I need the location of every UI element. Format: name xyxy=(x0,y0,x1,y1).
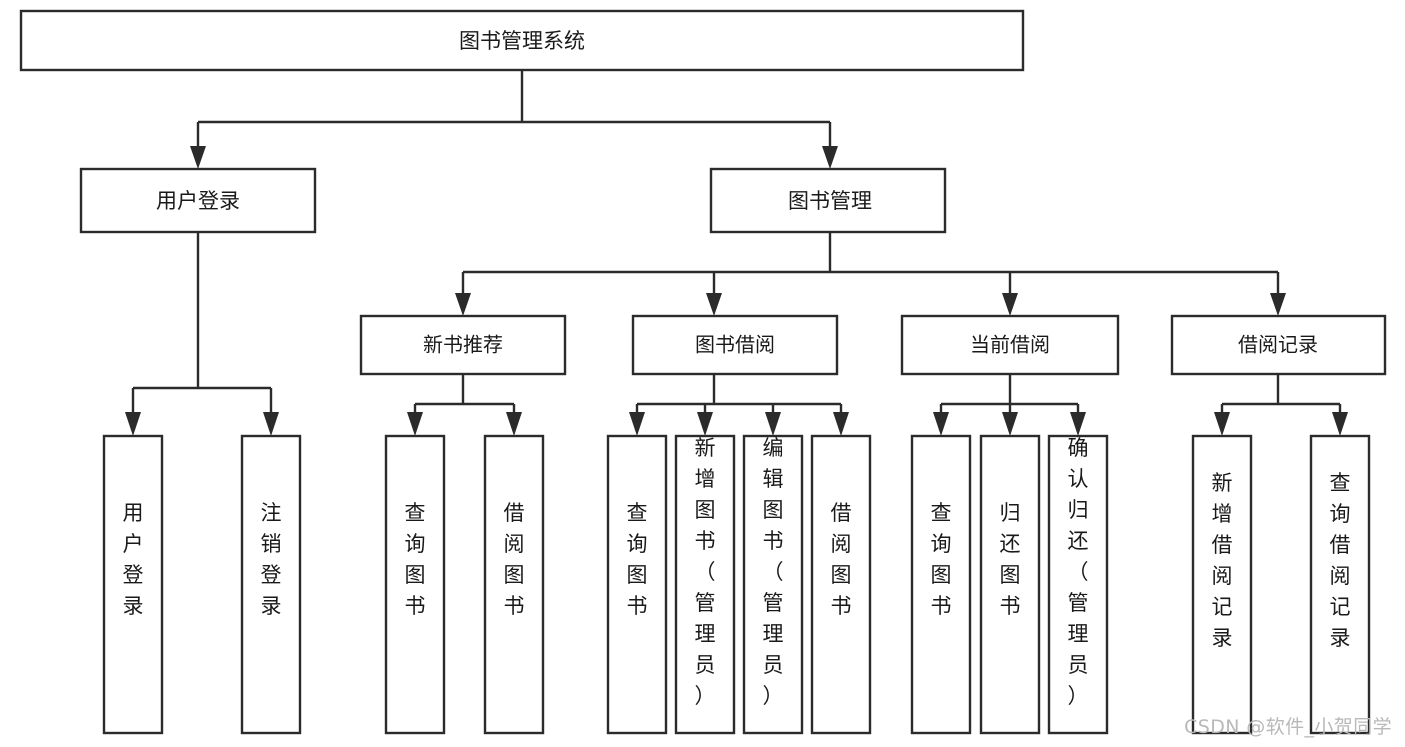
node-leaf-edit-book[interactable]: 编辑图书（管理员） xyxy=(742,434,804,735)
node-book-manage[interactable]: 图书管理 xyxy=(709,167,947,234)
node-leaf-add-record[interactable]: 新增借阅记录 xyxy=(1191,434,1253,735)
node-root-label: 图书管理系统 xyxy=(459,29,585,53)
arrow-to-leaf-user-logout xyxy=(263,412,279,436)
node-leaf-add-book-box[interactable] xyxy=(674,434,736,735)
arrow-to-book-borrow xyxy=(706,293,722,316)
node-leaf-query-book-1-box[interactable] xyxy=(384,434,446,735)
node-borrow-record-box[interactable] xyxy=(1170,314,1387,376)
arrow-to-leaf-confirm-return xyxy=(1070,412,1086,436)
arrow-to-new-book-recommend xyxy=(455,293,471,316)
node-leaf-borrow-book-1-label: 借阅图书 xyxy=(504,501,525,618)
arrow-to-leaf-add-record xyxy=(1214,412,1230,436)
node-leaf-borrow-book-2-box[interactable] xyxy=(810,434,872,735)
node-leaf-query-book-3[interactable]: 查询图书 xyxy=(910,434,972,735)
node-new-book-recommend-label: 新书推荐 xyxy=(423,333,503,357)
node-leaf-edit-book-box[interactable] xyxy=(742,434,804,735)
node-leaf-user-logout-box[interactable] xyxy=(240,434,302,735)
node-leaf-query-record-label: 查询借阅记录 xyxy=(1330,471,1351,650)
connector-layer xyxy=(125,70,1348,436)
node-leaf-add-record-label: 新增借阅记录 xyxy=(1212,471,1233,650)
arrow-to-leaf-query-book-2 xyxy=(629,412,645,436)
node-leaf-query-book-3-label: 查询图书 xyxy=(931,501,952,618)
node-leaf-confirm-return[interactable]: 确认归还（管理员） xyxy=(1047,434,1109,735)
node-leaf-query-book-2[interactable]: 查询图书 xyxy=(606,434,668,735)
node-current-borrow-label: 当前借阅 xyxy=(970,333,1050,357)
node-leaf-query-book-1-label: 查询图书 xyxy=(405,501,426,618)
node-root[interactable]: 图书管理系统 xyxy=(19,9,1025,72)
node-current-borrow[interactable]: 当前借阅 xyxy=(900,314,1120,376)
node-current-borrow-box[interactable] xyxy=(900,314,1120,376)
node-leaf-user-login[interactable]: 用户登录 xyxy=(102,434,164,735)
node-leaf-add-record-box[interactable] xyxy=(1191,434,1253,735)
arrow-to-leaf-borrow-book-1 xyxy=(506,412,522,436)
node-leaf-confirm-return-box[interactable] xyxy=(1047,434,1109,735)
node-borrow-record-label: 借阅记录 xyxy=(1238,333,1318,357)
arrow-to-leaf-borrow-book-2 xyxy=(833,412,849,436)
node-leaf-borrow-book-2-label: 借阅图书 xyxy=(831,501,852,618)
node-leaf-query-book-3-box[interactable] xyxy=(910,434,972,735)
arrow-to-leaf-edit-book xyxy=(765,412,781,436)
node-book-borrow[interactable]: 图书借阅 xyxy=(631,314,839,376)
arrow-to-leaf-return-book xyxy=(1002,412,1018,436)
arrow-to-leaf-query-book-3 xyxy=(933,412,949,436)
node-new-book-recommend[interactable]: 新书推荐 xyxy=(359,314,567,376)
node-leaf-user-logout[interactable]: 注销登录 xyxy=(240,434,302,735)
node-leaf-query-book-2-box[interactable] xyxy=(606,434,668,735)
edge-new-book-recommend-trunk xyxy=(413,374,516,414)
node-book-borrow-box[interactable] xyxy=(631,314,839,376)
node-user-login-box[interactable] xyxy=(79,167,317,234)
node-new-book-recommend-box[interactable] xyxy=(359,314,567,376)
node-leaf-user-logout-label: 注销登录 xyxy=(261,501,282,618)
arrow-to-current-borrow xyxy=(1002,293,1018,316)
node-book-manage-label: 图书管理 xyxy=(788,189,872,213)
node-leaf-query-record-box[interactable] xyxy=(1309,434,1371,735)
arrow-to-leaf-add-book xyxy=(697,412,713,436)
edge-root-trunk xyxy=(196,70,832,148)
arrow-to-leaf-query-record xyxy=(1332,412,1348,436)
arrow-to-leaf-user-login xyxy=(125,412,141,436)
node-leaf-borrow-book-1[interactable]: 借阅图书 xyxy=(483,434,545,735)
edge-book-borrow-trunk xyxy=(635,374,843,414)
node-user-login[interactable]: 用户登录 xyxy=(79,167,317,234)
node-leaf-query-book-2-label: 查询图书 xyxy=(627,501,648,618)
csdn-watermark: CSDN @软件_小贺同学 xyxy=(1184,716,1392,738)
arrow-to-borrow-record xyxy=(1270,293,1286,316)
node-borrow-record[interactable]: 借阅记录 xyxy=(1170,314,1387,376)
node-leaf-user-login-box[interactable] xyxy=(102,434,164,735)
node-leaf-return-book-label: 归还图书 xyxy=(1000,501,1021,618)
edge-user-login-trunk xyxy=(131,232,273,414)
node-book-manage-box[interactable] xyxy=(709,167,947,234)
node-user-login-label: 用户登录 xyxy=(156,189,240,213)
node-root-box[interactable] xyxy=(19,9,1025,72)
node-leaf-edit-book-label: 编辑图书（管理员） xyxy=(763,436,784,708)
edge-book-manage-trunk xyxy=(461,232,1280,295)
node-leaf-query-book-1[interactable]: 查询图书 xyxy=(384,434,446,735)
edge-current-borrow-trunk xyxy=(939,374,1080,414)
arrow-to-leaf-query-book-1 xyxy=(407,412,423,436)
node-leaf-query-record[interactable]: 查询借阅记录 xyxy=(1309,434,1371,735)
node-leaf-return-book[interactable]: 归还图书 xyxy=(979,434,1041,735)
arrow-to-user-login xyxy=(190,146,206,169)
arrow-to-book-manage xyxy=(822,146,838,169)
node-leaf-user-login-label: 用户登录 xyxy=(123,501,144,618)
edge-borrow-record-trunk xyxy=(1220,374,1342,414)
node-leaf-borrow-book-2[interactable]: 借阅图书 xyxy=(810,434,872,735)
node-leaf-add-book[interactable]: 新增图书（管理员） xyxy=(674,434,736,735)
node-leaf-borrow-book-1-box[interactable] xyxy=(483,434,545,735)
node-book-borrow-label: 图书借阅 xyxy=(695,333,775,357)
node-leaf-confirm-return-label: 确认归还（管理员） xyxy=(1068,436,1089,708)
node-leaf-return-book-box[interactable] xyxy=(979,434,1041,735)
node-leaf-add-book-label: 新增图书（管理员） xyxy=(695,436,716,708)
